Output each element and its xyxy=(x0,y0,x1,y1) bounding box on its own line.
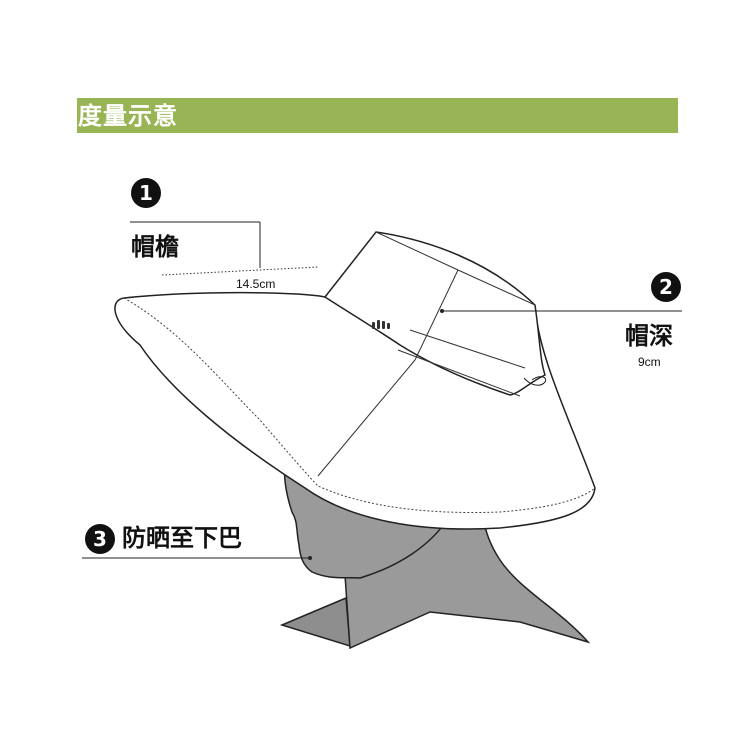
annotation-1-measure: 14.5cm xyxy=(236,277,276,291)
mannequin-face xyxy=(283,460,449,579)
hat-strap-loop xyxy=(523,376,547,386)
annotation-2-label: 帽深 xyxy=(625,322,673,350)
hat-crown xyxy=(323,231,546,396)
hat-brim-lip xyxy=(123,297,596,514)
mannequin-stand xyxy=(279,596,351,648)
annotation-2-badge: 2 xyxy=(651,272,681,302)
header-bar xyxy=(77,98,678,133)
annotation-3-badge: 3 xyxy=(85,524,115,554)
annotation-3-label: 防晒至下巴 xyxy=(122,524,242,552)
section-title: 度量示意 xyxy=(78,102,178,130)
annotation-2-measure: 9cm xyxy=(638,355,661,369)
brand-logo-icon xyxy=(372,320,390,329)
annotation-1-label: 帽檐 xyxy=(131,233,179,261)
brim-measure-line xyxy=(161,266,319,276)
annotation-1-badge: 1 xyxy=(131,178,161,208)
